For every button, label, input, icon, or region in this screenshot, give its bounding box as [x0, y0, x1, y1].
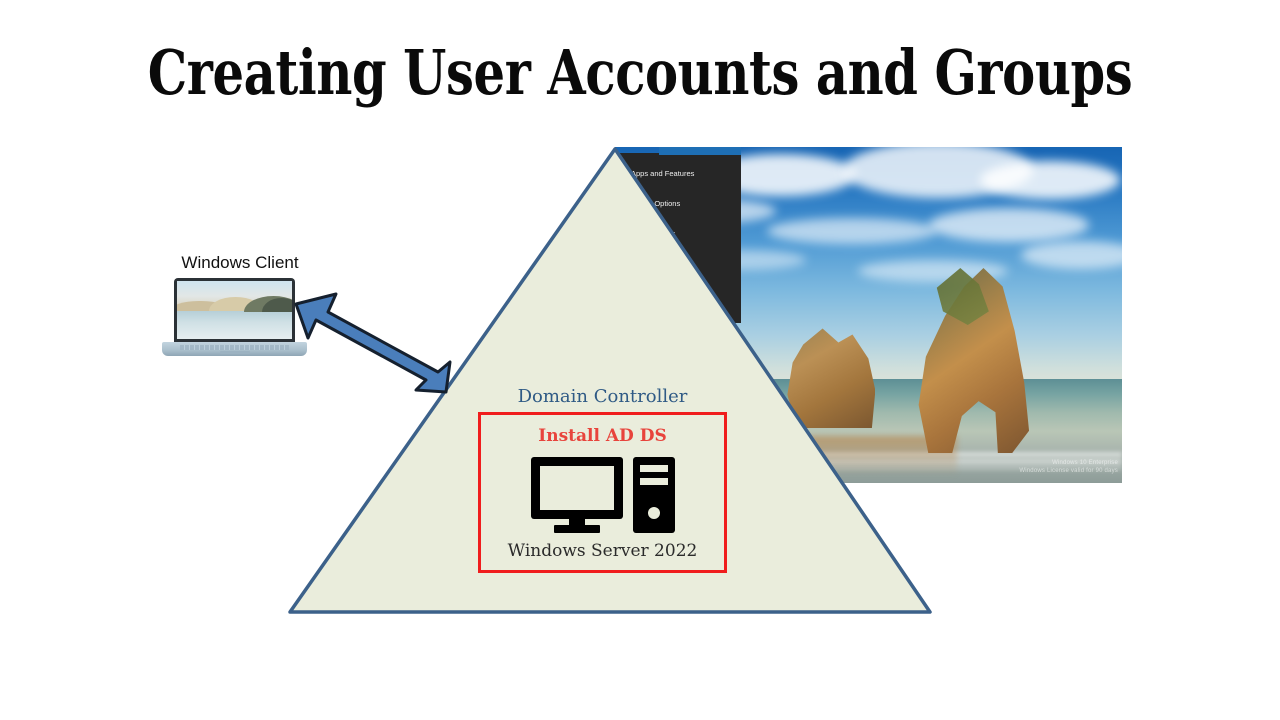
cloud-icon [858, 259, 1009, 282]
laptop-icon [162, 278, 307, 360]
page-title: Creating User Accounts and Groups [147, 36, 1133, 109]
activation-watermark: Windows 10 Enterprise Windows License va… [1019, 459, 1118, 475]
watermark-line-2: Windows License valid for 90 days [1019, 468, 1118, 474]
desktop-and-tower-icon [529, 455, 677, 533]
menu-item-power-options[interactable]: Power Options [631, 199, 681, 208]
double-headed-arrow-icon [292, 286, 458, 398]
menu-item-apps-and-features[interactable]: Apps and Features [631, 169, 695, 178]
server-os-label: Windows Server 2022 [507, 541, 698, 561]
cloud-icon [767, 217, 938, 244]
wallpaper-hill [262, 298, 292, 313]
install-ad-ds-label: Install AD DS [538, 426, 667, 446]
arrow-svg [294, 292, 452, 394]
arrow-shape [294, 292, 452, 394]
cloud-icon [980, 161, 1121, 200]
laptop-screen [177, 281, 292, 339]
laptop-trackpad [220, 351, 250, 354]
domain-controller-box: Install AD DS Windows Server 2022 [478, 412, 727, 573]
cloud-icon [929, 208, 1090, 243]
laptop-base [162, 342, 307, 356]
laptop-keyboard [180, 345, 289, 350]
menu-titlebar [659, 147, 741, 155]
server-icon-svg [530, 457, 675, 533]
domain-controller-label: Domain Controller [517, 386, 688, 407]
triangle-polygon [288, 147, 932, 614]
laptop-lid [174, 278, 295, 344]
triangle-shape [288, 147, 932, 614]
wallpaper-water [177, 311, 292, 339]
windows-client-label: Windows Client [181, 253, 299, 272]
watermark-line-1: Windows 10 Enterprise [1052, 460, 1118, 466]
cloud-icon [1020, 241, 1122, 270]
network-boundary-triangle [275, 138, 945, 623]
wallpaper-hill [177, 300, 230, 312]
